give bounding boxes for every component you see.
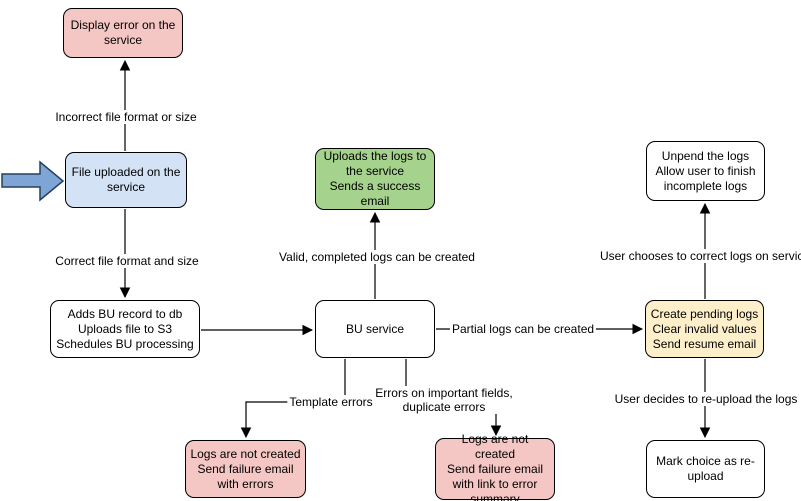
- edge-label-errors-fields: Errors on important fields, duplicate er…: [373, 386, 515, 414]
- node-bu-service: BU service: [315, 300, 435, 358]
- node-create-pending-logs: Create pending logs Clear invalid values…: [645, 300, 764, 358]
- node-adds-bu-record: Adds BU record to db Uploads file to S3 …: [50, 300, 200, 358]
- edge-label-correct-file: Correct file format and size: [53, 254, 201, 268]
- node-logs-failure-errors: Logs are not created Send failure email …: [185, 440, 306, 498]
- edge-label-valid-logs: Valid, completed logs can be created: [277, 250, 477, 264]
- node-file-uploaded: File uploaded on the service: [65, 152, 187, 208]
- node-mark-reupload: Mark choice as re- upload: [646, 440, 765, 498]
- node-uploads-logs: Uploads the logs to the service Sends a …: [315, 148, 435, 210]
- node-display-error: Display error on the service: [63, 8, 183, 58]
- edge-label-incorrect-file: Incorrect file format or size: [53, 110, 199, 124]
- edge-label-template-errors: Template errors: [287, 395, 375, 409]
- node-logs-failure-summary: Logs are not created Send failure email …: [435, 432, 555, 501]
- edge-label-user-decides: User decides to re-upload the logs: [612, 392, 800, 406]
- input-block-arrow-icon: [1, 160, 65, 202]
- node-unpend-logs: Unpend the logs Allow user to finish inc…: [646, 141, 765, 201]
- edge-label-user-chooses: User chooses to correct logs on service: [597, 249, 801, 263]
- edge-label-partial-logs: Partial logs can be created: [449, 322, 597, 336]
